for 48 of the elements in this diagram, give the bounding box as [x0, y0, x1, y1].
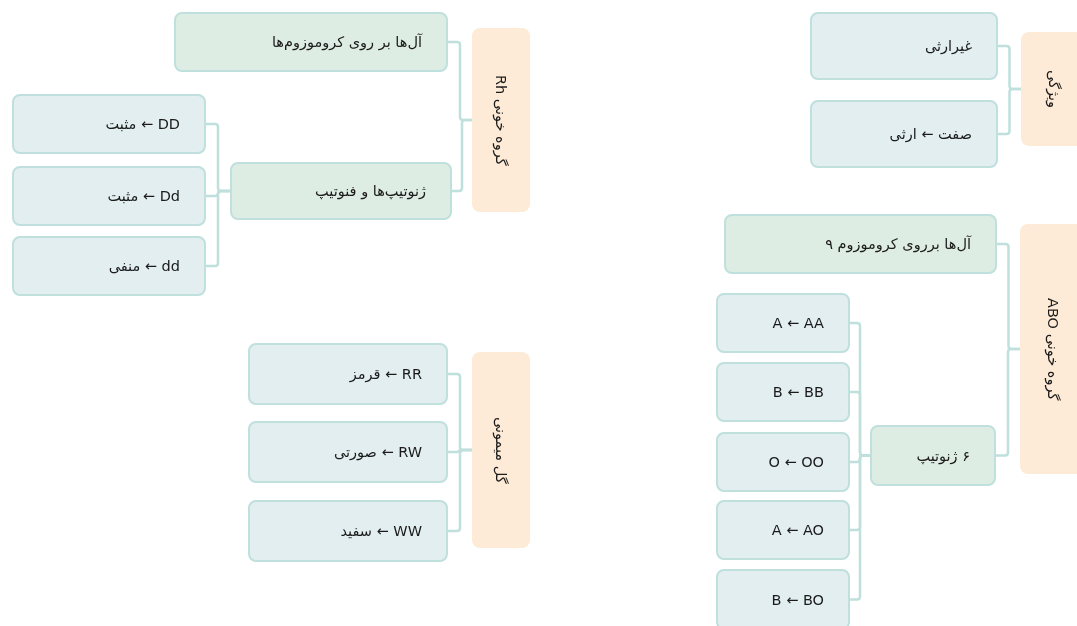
- node-label: dd ← منفی: [108, 258, 180, 274]
- node-label: A ← AO: [771, 522, 824, 538]
- node-label: B ← BB: [772, 384, 824, 400]
- node-label: صفت ← ارثی: [889, 126, 972, 142]
- leaf-box: [12, 236, 206, 296]
- group-label-band: [472, 352, 530, 548]
- node-label: ویژگی: [1045, 70, 1062, 108]
- branch-box: [174, 12, 448, 72]
- connector-line: [452, 118, 472, 193]
- connector-line: [998, 87, 1021, 136]
- node-label: ژنوتیپ‌ها و فنوتیپ: [315, 183, 426, 199]
- group-label-band: [472, 28, 530, 212]
- connector-line: [206, 189, 230, 268]
- leaf-box: [716, 500, 850, 560]
- node-label: A ← AA: [772, 315, 824, 331]
- branch-box: [870, 425, 996, 486]
- node-label: ۶ ژنوتیپ: [916, 447, 970, 464]
- connector-line: [850, 454, 870, 601]
- leaf-box: [12, 166, 206, 226]
- connector-line: [996, 347, 1020, 457]
- node-label: B ← BO: [771, 591, 824, 608]
- node-label: غیرارثی: [924, 38, 972, 54]
- group-label-band: [1021, 32, 1077, 146]
- node-label: RR ← قرمز: [349, 366, 422, 382]
- leaf-box: [248, 421, 448, 483]
- node-label: Dd ← مثبت: [107, 188, 180, 204]
- node-label: گروه خونی Rh: [493, 74, 509, 166]
- leaf-box: [716, 362, 850, 422]
- node-label: DD ← مثبت: [105, 116, 180, 132]
- node-label: O ← OO: [768, 454, 824, 470]
- node-label: گروه خونی ABO: [1045, 297, 1061, 401]
- node-label: آل‌ها برروی کروموزوم ۹: [825, 236, 971, 252]
- leaf-box: [716, 432, 850, 492]
- node-label: گل میمونی: [493, 416, 509, 484]
- connector-line: [448, 448, 472, 533]
- leaf-box: [810, 12, 998, 80]
- leaf-box: [248, 343, 448, 405]
- branch-box: [230, 162, 452, 220]
- leaf-box: [12, 94, 206, 154]
- leaf-box: [810, 100, 998, 168]
- group-label-band: [1020, 224, 1077, 474]
- node-label: WW ← سفید: [340, 523, 422, 539]
- node-label: RW ← صورتی: [333, 444, 422, 460]
- leaf-box: [716, 293, 850, 353]
- leaf-box: [716, 569, 850, 626]
- node-label: آل‌ها بر روی کروموزوم‌ها: [271, 34, 422, 50]
- branch-box: [724, 214, 997, 274]
- leaf-box: [248, 500, 448, 562]
